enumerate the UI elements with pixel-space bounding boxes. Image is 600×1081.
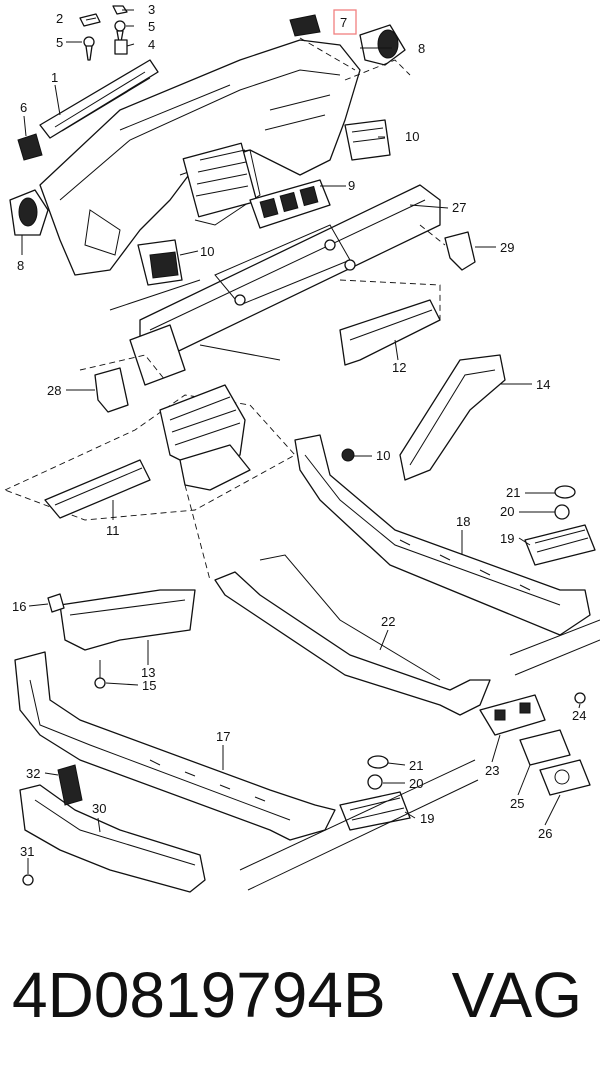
fasteners-right [341,448,596,566]
callout-2: 2 [56,11,63,26]
part-number: 4D0819794B [12,959,386,1031]
heater-housing [3,384,296,521]
part-8-outer-vent-left [9,189,49,236]
rear-footwell-duct [19,764,206,893]
callout-5: 5 [148,19,155,34]
callout-29: 29 [500,240,514,255]
callout-24: 24 [572,708,586,723]
callout-11: 11 [106,523,120,538]
part-14-duct [399,354,506,481]
part-8-outer-vent-right [344,24,411,81]
callout-6: 6 [20,100,27,115]
callout-3: 3 [148,2,155,17]
part-29-bracket [419,224,476,271]
exploded-parts-diagram: 2 3 5 5 4 1 7 8 6 10 9 8 10 27 29 12 28 … [3,2,600,893]
callout-15: 15 [142,678,156,693]
callout-26: 26 [538,826,552,841]
callout-25: 25 [510,796,524,811]
dashboard-panel [39,39,361,276]
small-fasteners-top [79,5,128,61]
callout-10: 10 [200,244,214,259]
callout-14: 14 [536,377,550,392]
callout-20: 20 [409,776,423,791]
callout-labels: 2 3 5 5 4 1 7 8 6 10 9 8 10 27 29 12 28 … [12,2,586,859]
callout-32: 32 [26,766,40,781]
part-1-defroster-vent [39,59,159,139]
callout-8: 8 [418,41,425,56]
callout-4: 4 [148,37,155,52]
part-12-duct [339,279,441,366]
callout-7: 7 [340,15,347,30]
callout-19: 19 [420,811,434,826]
callout-12: 12 [392,360,406,375]
callout-16: 16 [12,599,26,614]
callout-18: 18 [456,514,470,529]
highlight-box-7 [333,9,357,35]
part-28-bracket [79,354,166,413]
callout-10: 10 [405,129,419,144]
callout-1: 1 [51,70,58,85]
fasteners-bottom [339,755,411,831]
rear-vent-assembly [479,692,591,796]
leader-lines [21,9,581,874]
part-9-center-vents [249,179,331,229]
part-22-duct [184,484,491,716]
callout-31: 31 [20,844,34,859]
callout-8: 8 [17,258,24,273]
callout-5: 5 [56,35,63,50]
part-13-duct [47,589,196,689]
floor-guides [239,619,600,891]
callout-28: 28 [47,383,61,398]
callout-21: 21 [409,758,423,773]
callout-23: 23 [485,763,499,778]
brand-name: VAG [451,959,582,1031]
callout-30: 30 [92,801,106,816]
callout-17: 17 [216,729,230,744]
callout-21: 21 [506,485,520,500]
part-10-vent-right [344,119,391,161]
part-18-floor-duct [294,434,591,636]
callout-22: 22 [381,614,395,629]
callout-20: 20 [500,504,514,519]
part-11-duct [44,459,151,519]
part-6-side-vent [17,133,43,161]
part-7-cover [289,14,356,71]
part-10-vent-left [137,239,183,286]
callout-13: 13 [141,665,155,680]
callout-19: 19 [500,531,514,546]
part-27-crossbar-duct [109,184,441,386]
part-17-floor-duct [14,651,336,841]
footer: 4D0819794B VAG [0,955,600,1055]
callout-27: 27 [452,200,466,215]
callout-9: 9 [348,178,355,193]
callout-10: 10 [376,448,390,463]
